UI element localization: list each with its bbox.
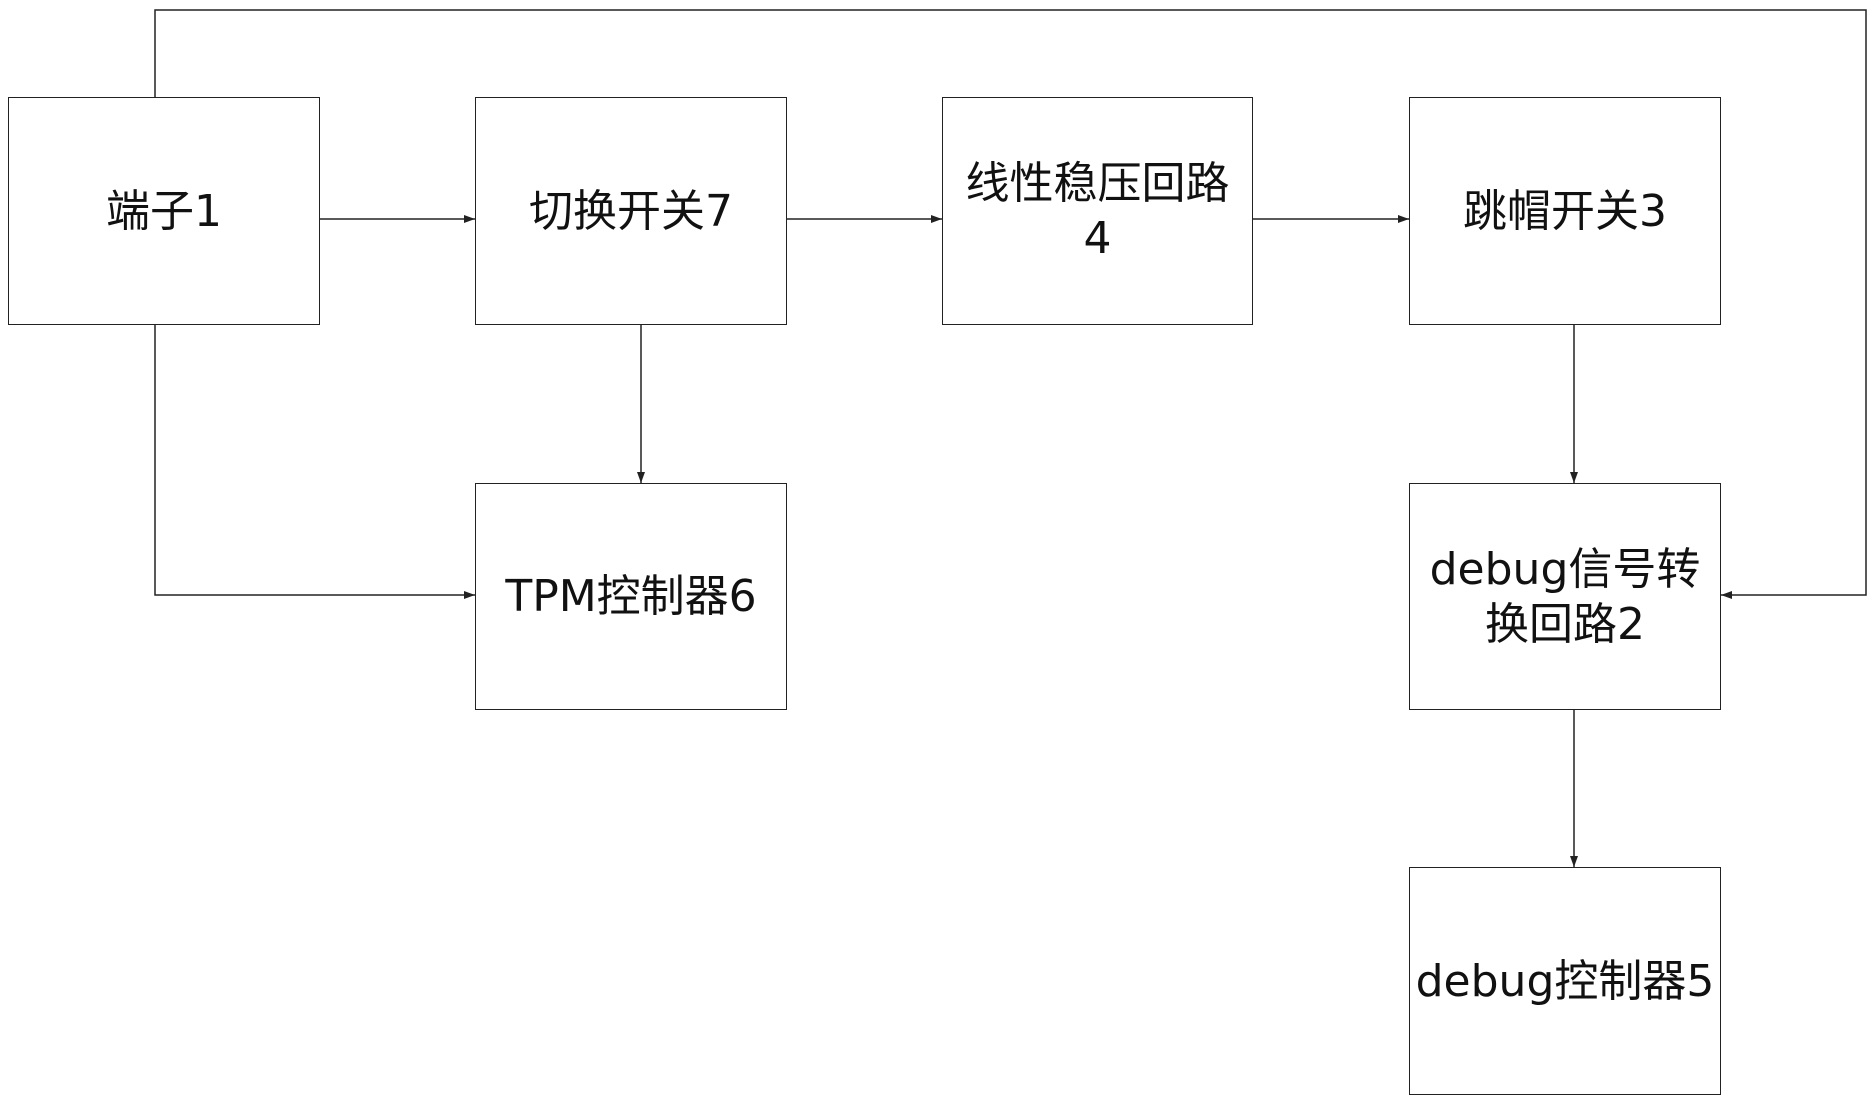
node-regulator-label-line1: 线性稳压回路 [966, 156, 1230, 211]
node-regulator: 线性稳压回路 4 [942, 97, 1253, 325]
node-terminal-label: 端子1 [106, 184, 222, 239]
node-terminal: 端子1 [8, 97, 320, 325]
edge-terminal-tpm [155, 325, 475, 595]
node-debug-conv-label-line2: 换回路2 [1485, 597, 1645, 652]
node-debug-conv-label-line1: debug信号转 [1430, 542, 1701, 597]
node-tpm-label: TPM控制器6 [505, 569, 756, 624]
node-debug-ctrl: debug控制器5 [1409, 867, 1721, 1095]
node-jumper: 跳帽开关3 [1409, 97, 1721, 325]
node-debug-ctrl-label: debug控制器5 [1416, 954, 1715, 1009]
node-debug-conv: debug信号转 换回路2 [1409, 483, 1721, 710]
node-switch-label: 切换开关7 [529, 184, 733, 239]
node-regulator-label-line2: 4 [1084, 211, 1112, 266]
node-tpm: TPM控制器6 [475, 483, 787, 710]
node-switch: 切换开关7 [475, 97, 787, 325]
node-jumper-label: 跳帽开关3 [1463, 184, 1667, 239]
